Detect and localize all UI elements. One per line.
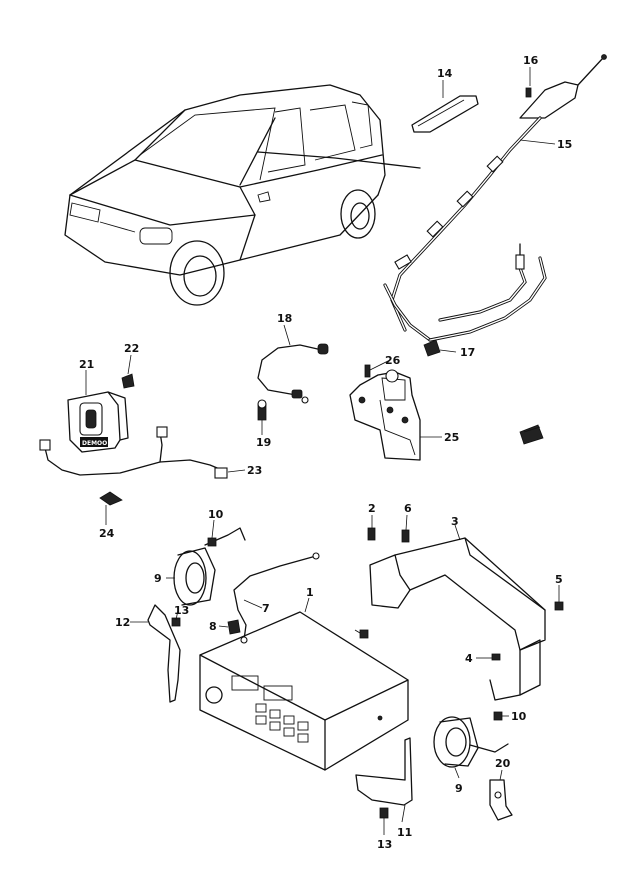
car-illustration xyxy=(64,84,421,306)
callout-25: 25 xyxy=(444,431,459,444)
callout-19: 19 xyxy=(256,436,271,449)
callout-6: 6 xyxy=(404,502,412,515)
callout-5: 5 xyxy=(555,573,563,586)
callout-14: 14 xyxy=(437,67,453,80)
callout-23: 23 xyxy=(247,464,262,477)
callout-22: 22 xyxy=(124,342,139,355)
callout-2: 2 xyxy=(368,502,376,515)
callout-16: 16 xyxy=(523,54,539,67)
callout-10-right: 10 xyxy=(511,710,527,723)
callout-13: 13 xyxy=(174,604,189,617)
callout-3: 3 xyxy=(451,515,459,528)
callout-15: 15 xyxy=(557,138,572,151)
callout-12: 12 xyxy=(115,616,130,629)
bracket-left xyxy=(147,604,181,703)
switch-assembly: DEMOO xyxy=(39,373,228,506)
callout-4: 4 xyxy=(465,652,473,665)
callout-10: 10 xyxy=(208,508,224,521)
antenna-assembly xyxy=(383,54,607,445)
callout-26: 26 xyxy=(385,354,401,367)
callout-labels: 14 16 15 17 18 26 19 25 21 22 23 24 10 9… xyxy=(79,54,572,851)
callout-20: 20 xyxy=(495,757,511,770)
radio-unit xyxy=(199,611,409,771)
callout-9: 9 xyxy=(154,572,162,585)
leader-lines xyxy=(85,67,560,835)
receiver-bracket xyxy=(349,364,421,461)
callout-13-bottom: 13 xyxy=(377,838,392,851)
bracket-right xyxy=(355,737,413,819)
callout-8: 8 xyxy=(209,620,217,633)
mount-bracket xyxy=(367,527,564,701)
speaker-right xyxy=(433,711,509,768)
callout-1: 1 xyxy=(306,586,314,599)
bracket-20 xyxy=(489,779,513,821)
callout-17: 17 xyxy=(460,346,475,359)
callout-9-right: 9 xyxy=(455,782,463,795)
callout-11: 11 xyxy=(397,826,412,839)
callout-21: 21 xyxy=(79,358,94,371)
ground-harness xyxy=(257,343,329,421)
switch-badge-label: DEMOO xyxy=(82,440,107,447)
callout-7: 7 xyxy=(262,602,270,615)
callout-18: 18 xyxy=(277,312,292,325)
speaker-wire xyxy=(227,552,320,644)
callout-24: 24 xyxy=(99,527,115,540)
